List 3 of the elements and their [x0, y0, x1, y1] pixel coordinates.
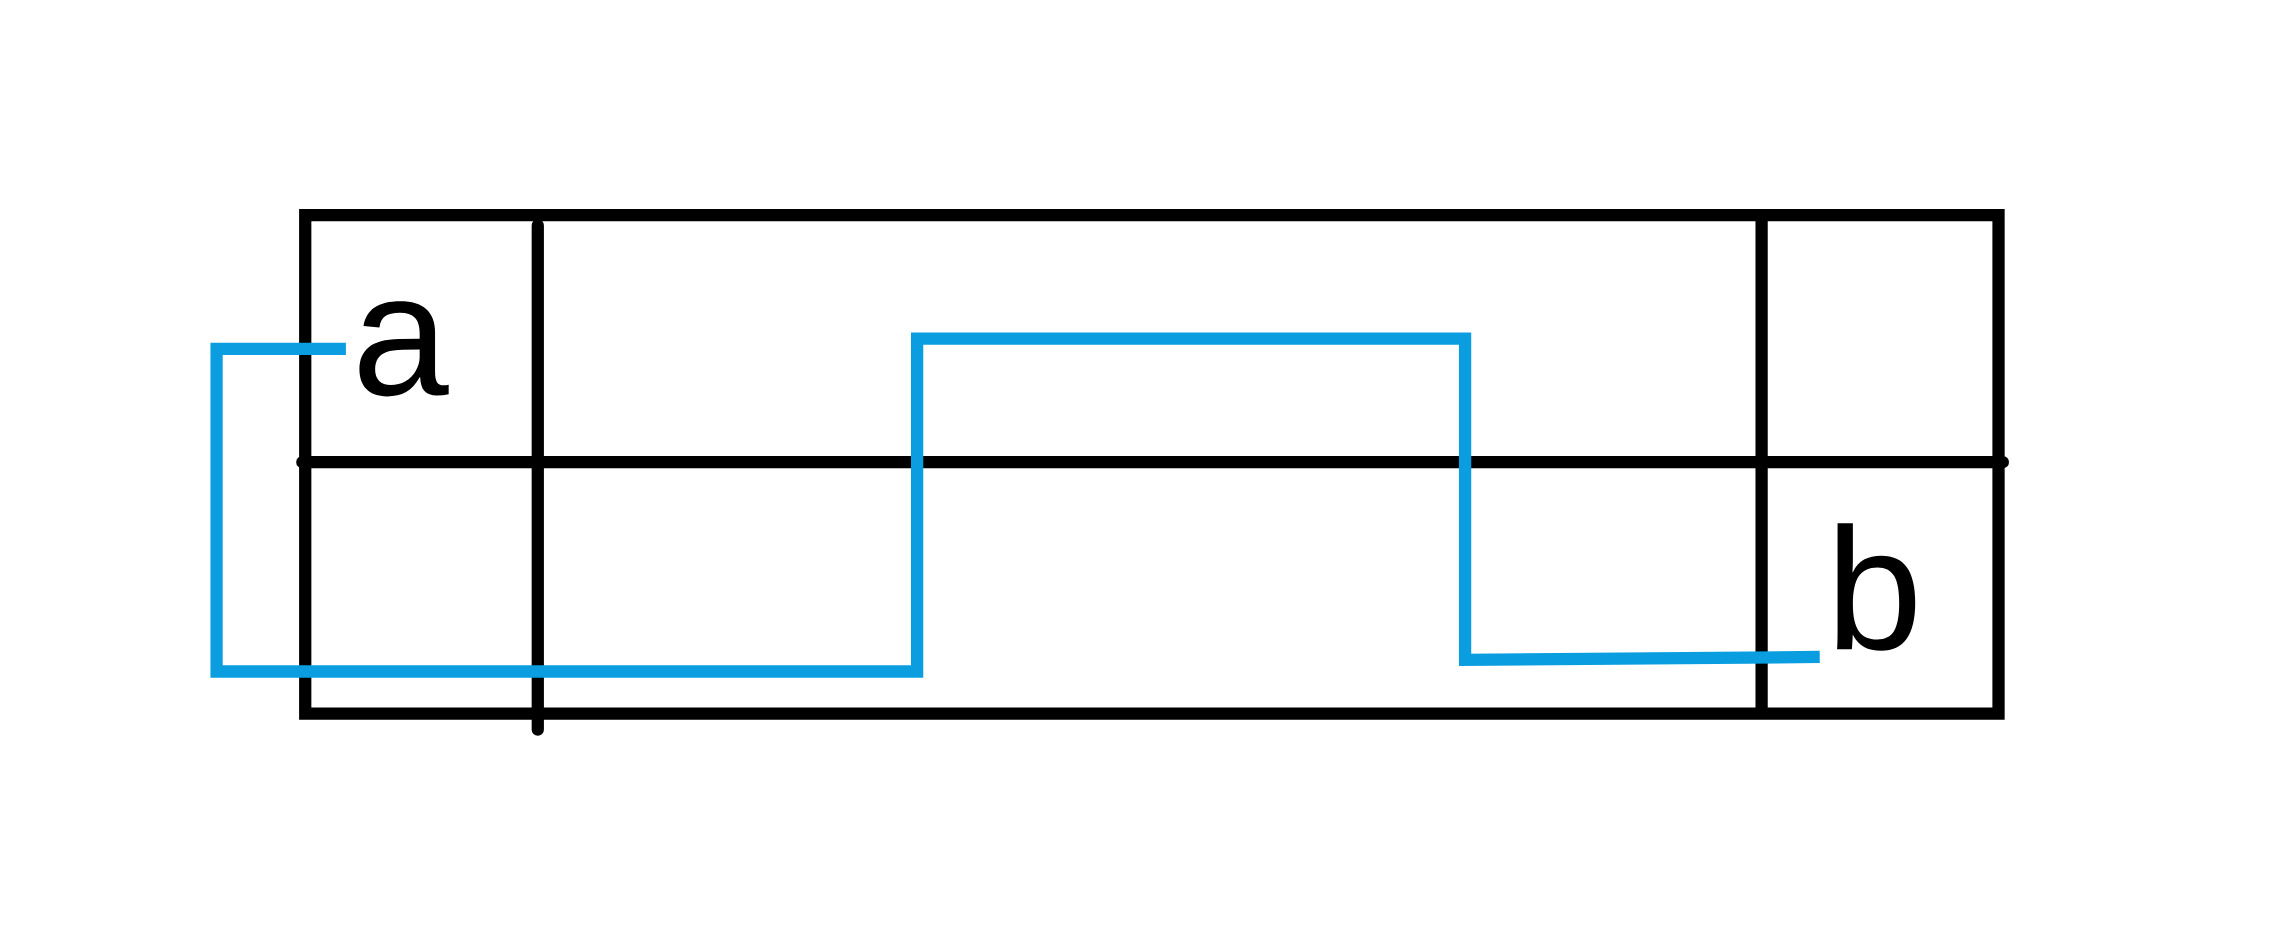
- letter-label: b: [1837, 523, 1916, 651]
- connector-line: [210, 332, 1820, 678]
- letter-label: a: [359, 301, 449, 397]
